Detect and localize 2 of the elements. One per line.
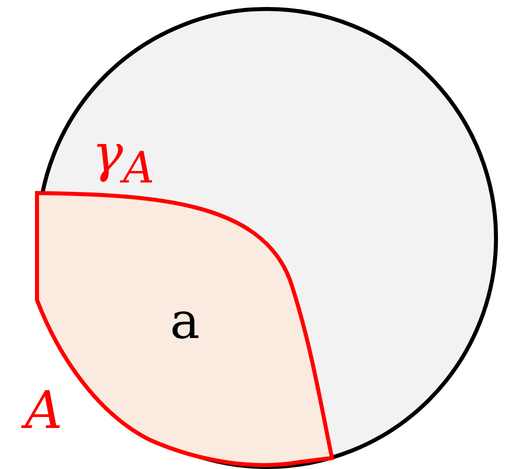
region-label: a — [170, 296, 200, 346]
curve-label: γ$_{A}$ — [92, 128, 154, 191]
